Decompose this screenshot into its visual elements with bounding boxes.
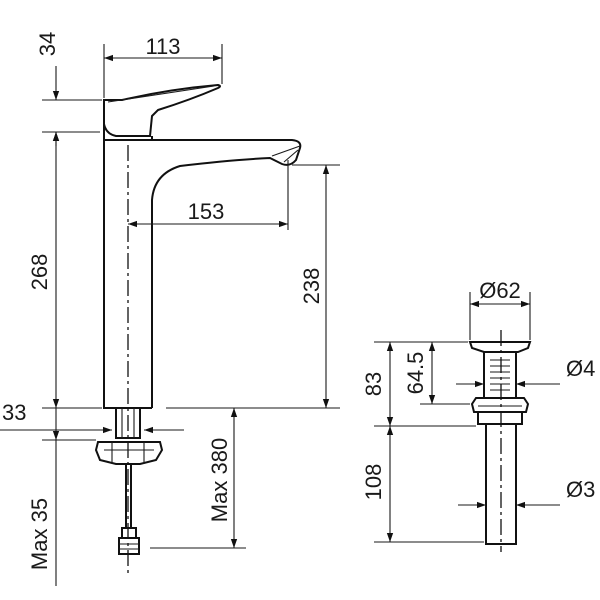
faucet-drawing [94,83,302,576]
faucet-dimensions: 113 34 268 153 238 33 Max 35 Max 380 [0,32,340,586]
dim-waste-upper-height: 83 [361,372,386,396]
dim-body-diameter: Ø4 [566,356,595,381]
drain-flange [470,397,530,413]
waste-drain-drawing [468,330,532,552]
dim-max-380: Max 380 [207,438,232,522]
drain-body [483,351,517,399]
dim-spout-height: 238 [299,268,324,305]
dim-tailpipe-length: 108 [361,464,386,501]
dim-tailpipe-diameter: Ø3 [566,477,595,502]
drain-tailpipe [485,424,517,545]
dim-max-35: Max 35 [27,498,52,570]
dim-width-handle: 113 [145,34,180,59]
mounting-nut [94,441,164,465]
faucet-collar [103,124,153,141]
waste-dimensions: Ø62 83 64.5 Ø4 108 Ø3 [361,278,595,543]
dim-shank-diameter: 33 [2,400,26,425]
dim-waste-flange-height: 64.5 [403,352,428,395]
faucet-shank [115,407,141,439]
faucet-spout [151,139,302,408]
drain-locknut [477,411,523,425]
dim-body-height: 268 [27,254,52,291]
dim-spout-reach: 153 [188,199,225,224]
hose-fitting [121,527,137,539]
dim-handle-height: 34 [35,32,60,56]
drain-cap [468,341,532,353]
faucet-lever [103,83,221,137]
dim-cap-diameter: Ø62 [479,278,521,303]
